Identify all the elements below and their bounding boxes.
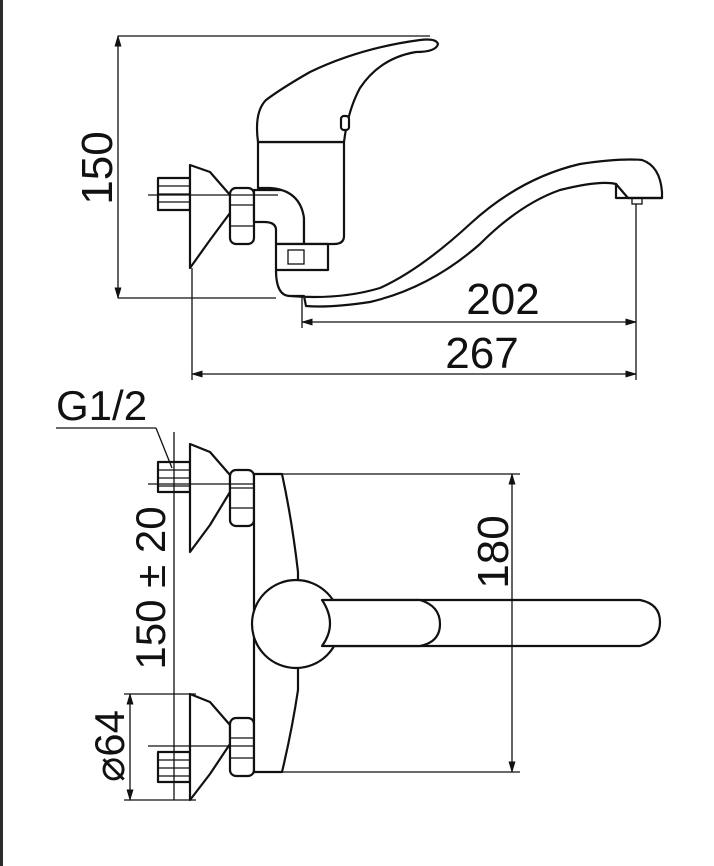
front-inlet-connector <box>156 176 192 212</box>
dim-overall-length: 267 <box>190 268 638 380</box>
side-view <box>148 432 662 802</box>
dim-side-width-label: 180 <box>469 515 518 588</box>
front-aerator <box>631 197 643 205</box>
side-cartridge <box>250 578 342 670</box>
dim-escutcheon-diameter: ⌀64 <box>86 692 196 802</box>
front-view <box>148 38 664 308</box>
dim-spout-reach-label: 202 <box>466 275 539 324</box>
dim-side-width: 180 <box>254 472 520 774</box>
dim-overall-length-label: 267 <box>445 329 518 378</box>
front-spout <box>274 158 664 308</box>
front-spout-collar <box>274 242 330 272</box>
dim-thread: G1/2 <box>56 382 173 469</box>
frame-left-edge <box>0 0 3 866</box>
front-lever-handle <box>255 38 440 144</box>
dim-escutcheon-diameter-label: ⌀64 <box>86 710 133 782</box>
dim-thread-label: G1/2 <box>56 382 147 429</box>
front-handle-indicator <box>339 114 351 132</box>
dim-height: 150 <box>73 34 430 300</box>
front-escutcheon <box>188 163 232 270</box>
dim-height-label: 150 <box>73 131 122 204</box>
front-hex-nut <box>228 186 256 246</box>
side-lower-inlet <box>148 692 262 802</box>
dim-center-distance-label: 150 ± 20 <box>127 506 174 669</box>
dim-spout-reach: 202 <box>300 204 638 380</box>
